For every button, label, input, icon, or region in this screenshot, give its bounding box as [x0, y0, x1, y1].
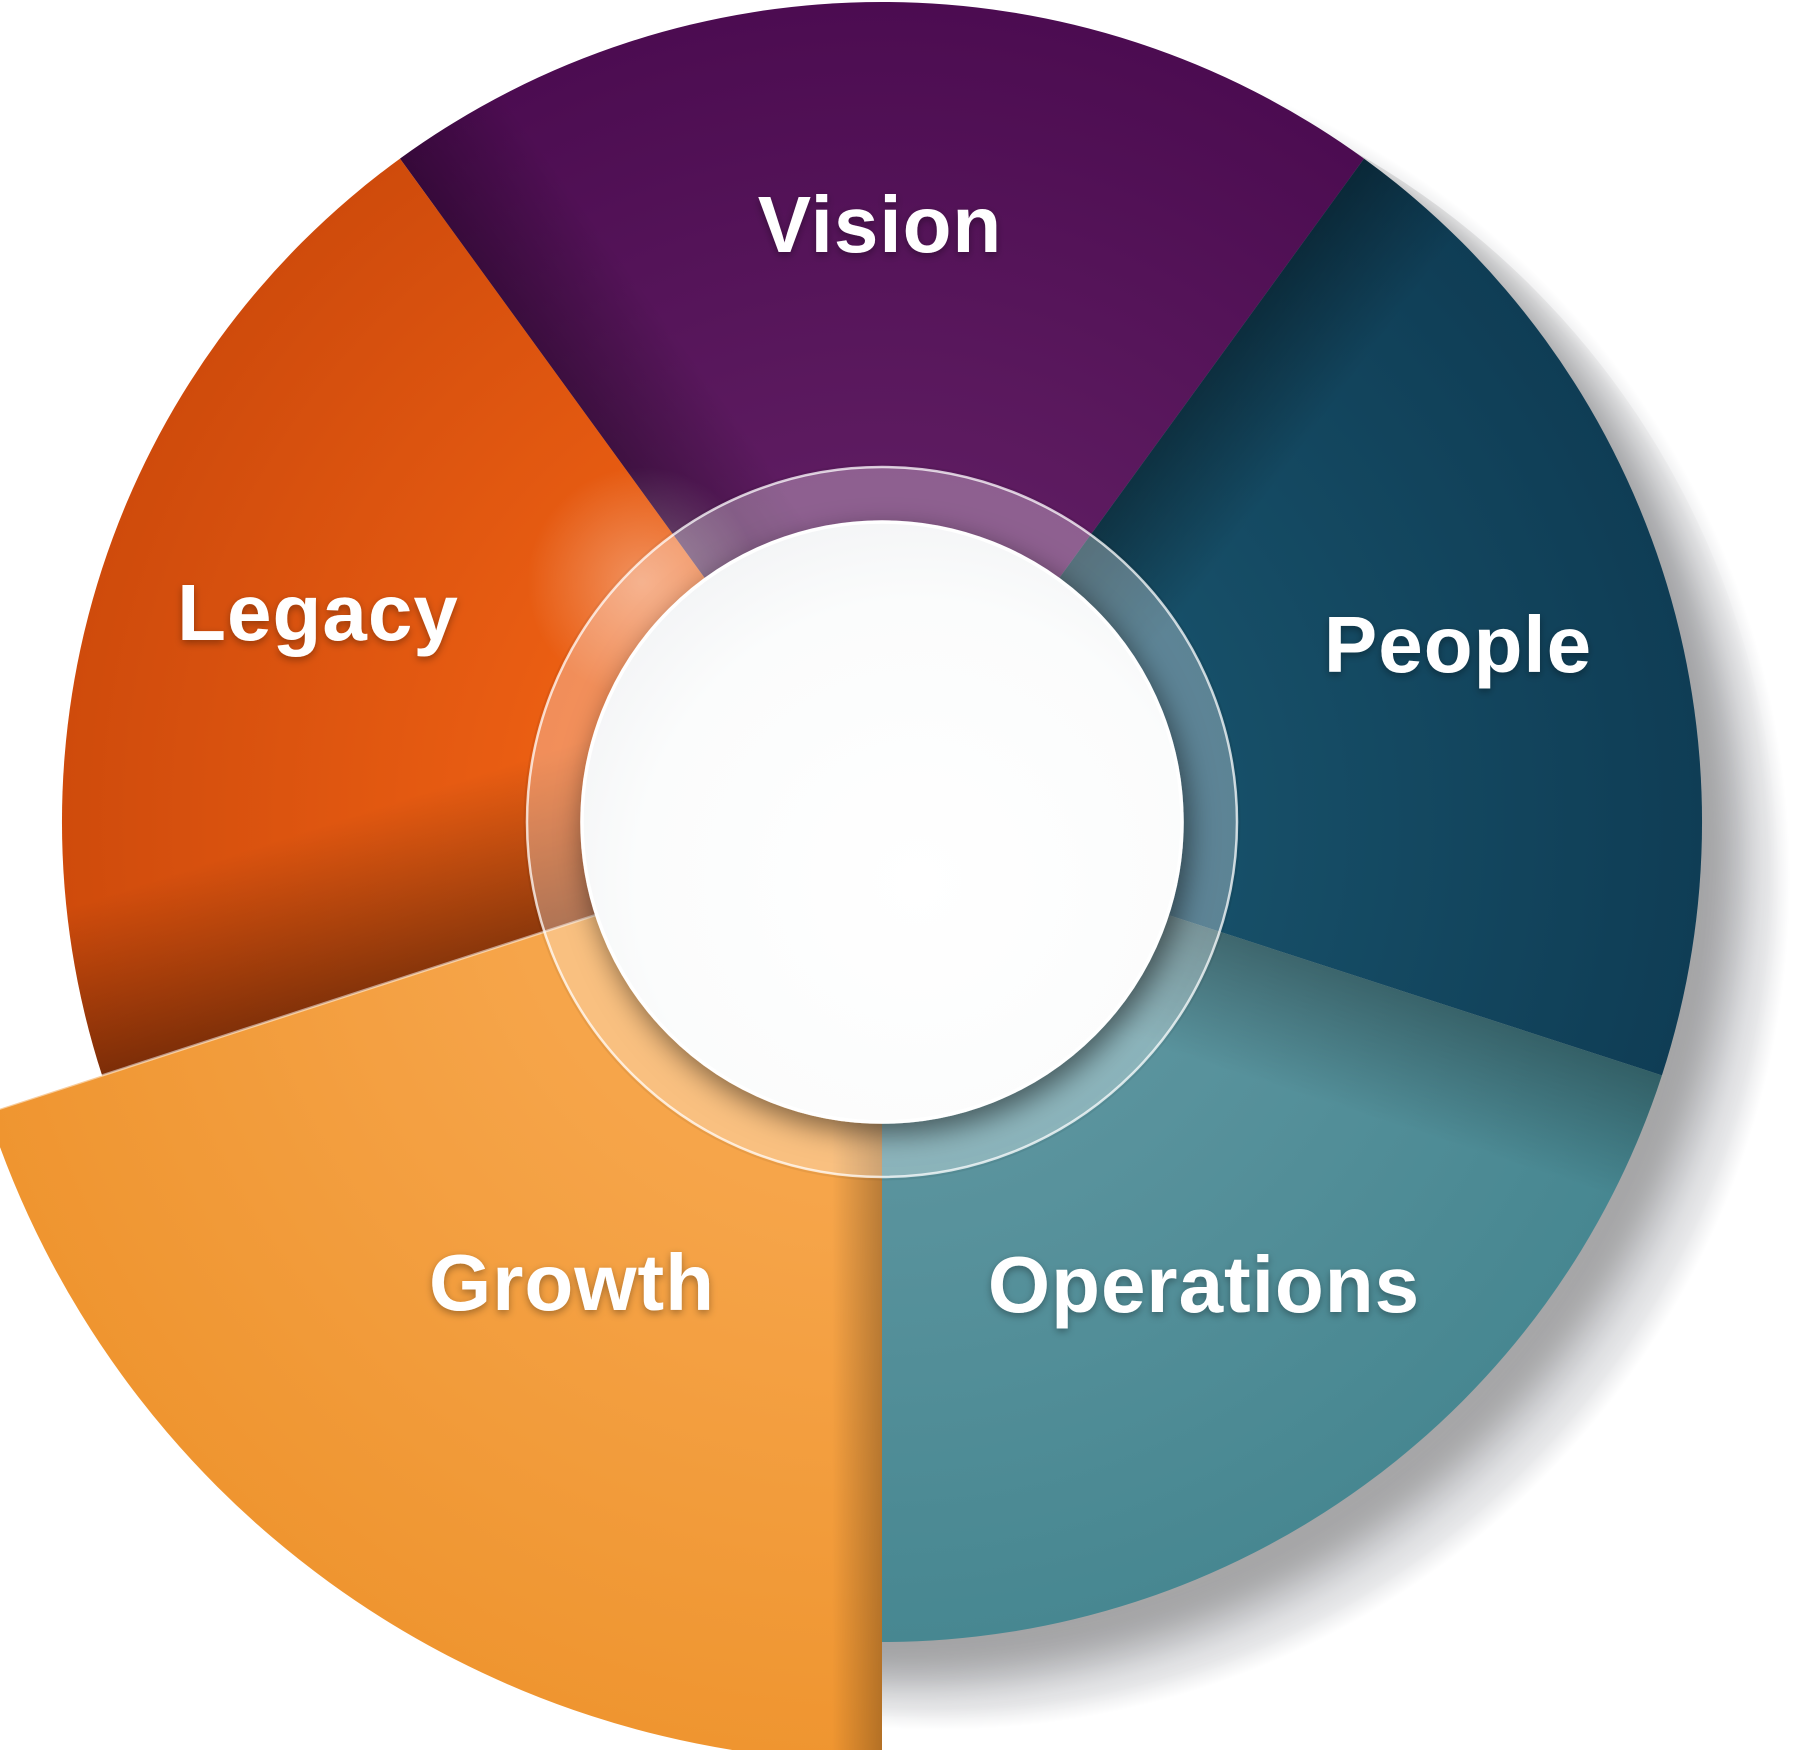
segment-label-vision: Vision	[758, 180, 1003, 269]
segment-label-legacy: Legacy	[177, 568, 459, 657]
segment-label-people: People	[1324, 600, 1592, 689]
glass-ring	[527, 467, 1237, 1177]
segment-label-operations: Operations	[988, 1240, 1420, 1329]
glass-ring-outer-edge	[525, 465, 1239, 1179]
hub-circle	[580, 520, 1184, 1124]
glass-ring-contact-shadow	[523, 463, 1241, 1181]
growth-edge-highlight	[0, 908, 612, 1110]
segment-label-growth: Growth	[429, 1238, 715, 1327]
